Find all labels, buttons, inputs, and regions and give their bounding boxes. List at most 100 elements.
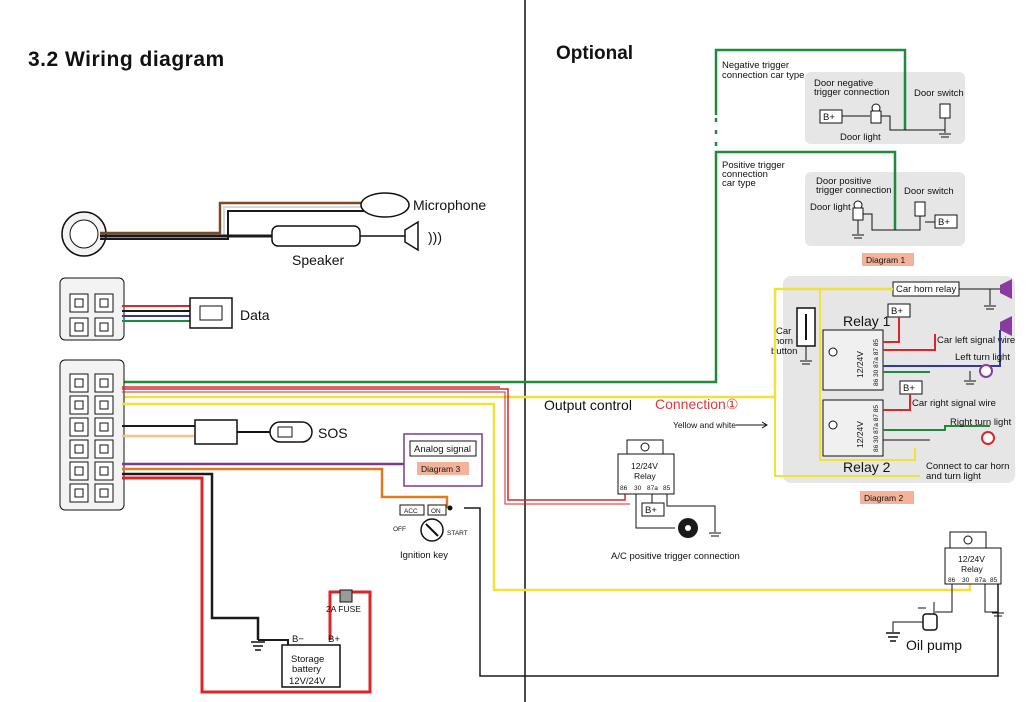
relay2-green-wire (883, 425, 990, 431)
oil-relay-tab (963, 535, 973, 545)
connector-pin (94, 373, 114, 393)
acc-label: ACC (404, 508, 418, 515)
oil-relay-body (944, 547, 1002, 585)
analog-box (409, 440, 477, 457)
connector-pin-inner (74, 444, 84, 454)
yellow-relay-link-2 (774, 397, 920, 477)
bplus-top: B+ (823, 112, 835, 123)
connector-pin-inner (99, 422, 109, 432)
connector-pin (94, 461, 114, 481)
oil-pump-ground-wire (892, 621, 923, 632)
connector-pin (69, 417, 89, 437)
output-control-label: Output control (544, 397, 632, 413)
green-trigger-wire (122, 150, 897, 384)
oil-pump-label: Oil pump (906, 637, 962, 653)
connector-pin (69, 373, 89, 393)
data-connector-inner (199, 305, 223, 321)
ac-red-wire (122, 388, 626, 501)
ignition-key-label: Ignition key (400, 550, 448, 561)
bplus-relay2: B+ (903, 383, 915, 394)
ac-relay-tab (640, 442, 650, 452)
sos-connector (194, 419, 238, 445)
battery-neg-wire (258, 639, 289, 645)
oil-relay-pin: 87a (975, 577, 986, 584)
horn-top-icon (1000, 279, 1012, 299)
mic-cable-black (100, 210, 365, 240)
connector-pin-inner (74, 322, 84, 332)
relay1-blue-wire (883, 330, 1001, 367)
left-turn-light-label: Left turn light (955, 352, 1010, 363)
relay2-red-wire (883, 394, 911, 411)
right-turn-light-label: Right turn light (950, 417, 1012, 428)
ignition-dot (447, 505, 453, 511)
car-left-signal-label: Car left signal wire (937, 335, 1015, 346)
connector-pin-inner (74, 298, 84, 308)
diagram1-label: Diagram 1 (866, 255, 905, 265)
connector-pin-inner (99, 378, 109, 388)
connector-pin (94, 439, 114, 459)
microphone-label: Microphone (413, 197, 486, 213)
bplus-relay1: B+ (891, 306, 903, 317)
orange-acc-wire (122, 467, 449, 508)
door-light-label-bottom: Door light (810, 202, 851, 213)
oil-relay-wire-30 (935, 584, 953, 613)
ac-bplus-box (641, 502, 665, 517)
ac-bplus: B+ (645, 505, 657, 516)
battery-label-2: battery (292, 664, 321, 675)
door-switch-label-bottom: Door switch (904, 186, 954, 197)
relay1-body (822, 329, 884, 391)
start-label: START (447, 530, 468, 537)
left-turn-light-icon (979, 364, 993, 378)
oil-relay-wire-87a (984, 584, 998, 613)
ac-relay-pins: 86 30 87a 85 (620, 485, 671, 492)
door-neg-label-2: trigger connection (814, 87, 890, 98)
ac-relay-wire-85 (666, 494, 716, 532)
connector-pin-inner (74, 422, 84, 432)
ac-relay-voltage: 12/24V (631, 461, 658, 471)
off-label: OFF (393, 526, 406, 533)
connector-pin-inner (74, 488, 84, 498)
oil-relay-pin: 30 (962, 577, 970, 584)
door-switch-top (939, 103, 951, 119)
door-neg-label-1: Door negative (814, 78, 873, 89)
battery-red-wire (122, 476, 372, 694)
connector-pin (69, 293, 89, 313)
pos-trigger-label-3: car type (722, 178, 756, 189)
relay1-red-wire (883, 317, 900, 343)
car-horn-label-3: button (771, 346, 797, 357)
on-box (427, 504, 447, 516)
battery-b-minus: B− (292, 634, 304, 645)
ac-relay-pin: 30 (634, 485, 642, 492)
connector-pin-inner (99, 400, 109, 410)
right-turn-light-icon (981, 431, 995, 445)
fuse-label: 2A FUSE (326, 604, 361, 614)
connector-pin (69, 395, 89, 415)
speaker-icon (404, 220, 419, 252)
connector-pin (94, 395, 114, 415)
ac-trigger-label: A/C positive trigger connection (611, 551, 740, 562)
ac-red-wire-2 (122, 391, 630, 505)
connector-pin (94, 317, 114, 337)
connector-pin-inner (99, 322, 109, 332)
diagram1-tag (862, 253, 914, 266)
diagram1-bottom-panel (805, 172, 965, 246)
car-horn-relay-label: Car horn relay (896, 284, 956, 295)
connector-pin-inner (74, 378, 84, 388)
data-label: Data (240, 307, 270, 323)
relay2-label: Relay 2 (843, 459, 891, 475)
microphone-icon (360, 192, 410, 218)
connector-pin-inner (99, 488, 109, 498)
relay1-label: Relay 1 (843, 313, 891, 329)
door-light-body-bottom (852, 207, 864, 221)
oil-relay-voltage: 12/24V (958, 554, 985, 564)
diagram1-top-panel (805, 72, 965, 144)
connection1-label: Connection① (655, 396, 738, 412)
connector-pin-inner (74, 466, 84, 476)
door-pos-label-2: trigger connection (816, 185, 892, 196)
sos-button-face (277, 426, 293, 438)
connector-pin-inner (99, 444, 109, 454)
oil-relay-label: Relay (961, 564, 983, 574)
sos-label: SOS (318, 425, 348, 441)
relay2-pins: 86 30 87a 87 85 (873, 405, 880, 452)
